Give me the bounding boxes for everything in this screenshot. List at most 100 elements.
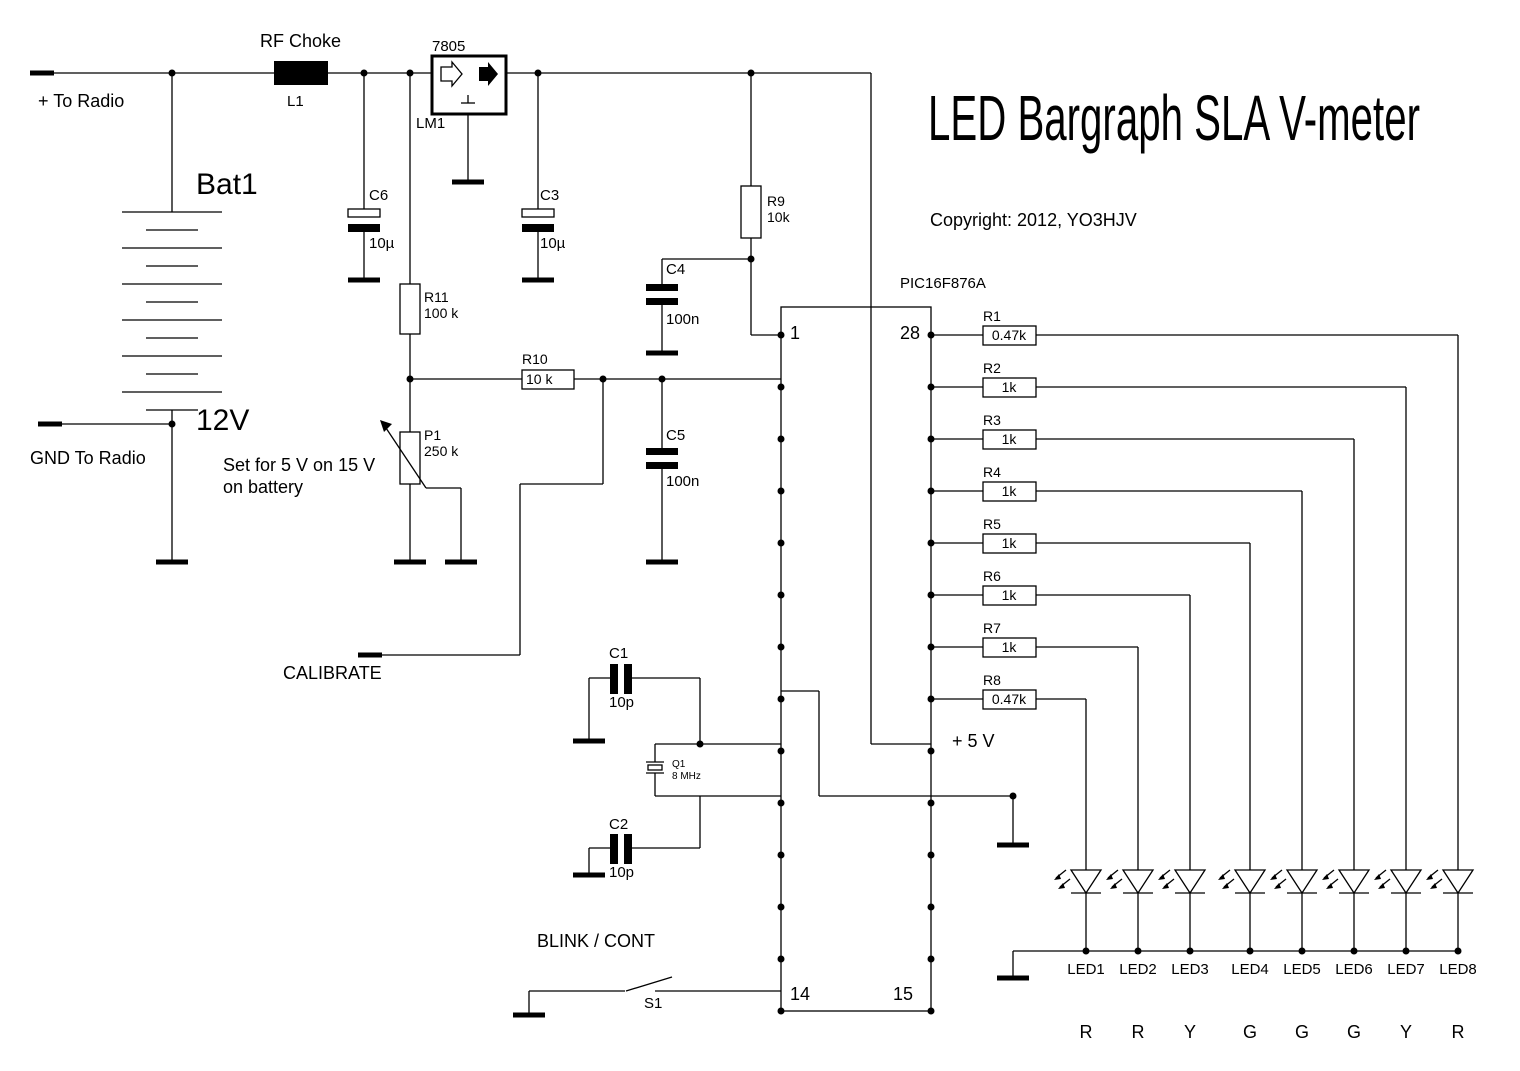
led-resistor-ref: R6 [983,568,1001,584]
mcu-pin14: 14 [790,984,810,1004]
resistor-r9: R9 10k [740,73,791,336]
led-resistor-value: 0.47k [992,691,1027,707]
mcu-pin-left [777,747,785,755]
p1-note-line2: on battery [223,477,303,497]
led-label: LED2 [1119,961,1157,978]
mcu-pin-left [777,903,785,911]
led-resistor-r1: R1 0.47k [931,308,1459,870]
c1-ref: C1 [609,645,628,662]
capacitor-c5: C5 100n [646,379,699,565]
c2-ref: C2 [609,816,628,833]
regulator-part: 7805 [432,38,465,55]
rf-choke-l1: RF Choke L1 [260,31,432,110]
plus-to-radio-terminal: + To Radio [30,70,124,111]
c6-ref: C6 [369,187,388,204]
r11-ref: R11 [424,289,449,305]
capacitor-c2: C2 10p [573,796,701,881]
q1-ref: Q1 [672,759,686,770]
led-color-code: R [1452,1022,1465,1042]
mcu-pin-left [777,1007,785,1015]
rf-choke-ref: L1 [287,93,304,110]
led-resistor-ref: R2 [983,360,1001,376]
blink-cont-label: BLINK / CONT [537,931,655,951]
plus-to-radio-label: + To Radio [38,91,124,111]
led-resistor-ref: R7 [983,620,1001,636]
led-label: LED4 [1231,961,1269,978]
c5-ref: C5 [666,427,685,444]
led-label: LED7 [1387,961,1425,978]
led-bargraph: R10.47kR21kR31kR41kR51kR61kR71kR80.47kLE… [931,308,1477,1042]
mcu-pin-right [927,747,935,755]
rf-choke-label: RF Choke [260,31,341,51]
regulator-ref: LM1 [416,115,445,132]
mcu-pic16f876a: PIC16F876A 1 28 14 15 + 5 V [780,275,995,1012]
led-label: LED3 [1171,961,1209,978]
switch-s1: S1 BLINK / CONT [513,931,781,1018]
c3-value: 10µ [540,235,566,252]
r10-ref: R10 [522,351,548,367]
crystal-q1: Q1 8 MHz [646,743,781,797]
led-color-code: G [1347,1022,1361,1042]
c4-value: 100n [666,311,699,328]
led-resistor-value: 1k [1002,587,1018,603]
mcu-pin1: 1 [790,323,800,343]
led-resistor-value: 1k [1002,431,1018,447]
calibrate-terminal: CALIBRATE [283,379,604,683]
mcu-pin-left [777,591,785,599]
capacitor-c3: C3 10µ [521,73,566,283]
mcu-pin-right [927,955,935,963]
q1-value: 8 MHz [672,771,701,782]
mcu-pin-left [777,539,785,547]
p1-value: 250 k [424,443,459,459]
mcu-pin-right [927,903,935,911]
led-label: LED5 [1283,961,1321,978]
led-resistor-value: 1k [1002,535,1018,551]
capacitor-c4: C4 100n [646,258,751,356]
resistor-r11: R11 100 k [399,73,459,432]
mcu-pin-left [777,383,785,391]
battery-voltage: 12V [196,404,249,437]
led-resistor-value: 0.47k [992,327,1027,343]
led-resistor-value: 1k [1002,483,1018,499]
battery-bat1: Bat1 12V [122,73,258,560]
resistor-r10: R10 10 k [410,351,781,390]
c2-value: 10p [609,864,634,881]
mcu-pin-left [777,643,785,651]
led-resistor-value: 1k [1002,639,1018,655]
led-color-code: Y [1184,1022,1196,1042]
led-label: LED6 [1335,961,1373,978]
p1-note-line1: Set for 5 V on 15 V [223,455,375,475]
gnd-to-radio-label: GND To Radio [30,448,146,468]
led-resistor-ref: R3 [983,412,1001,428]
r9-value: 10k [767,209,791,225]
c6-value: 10µ [369,235,395,252]
capacitor-c6: C6 10µ [347,73,395,283]
mcu-pin15: 15 [893,984,913,1004]
mcu-pin-right [927,1007,935,1015]
c4-ref: C4 [666,261,685,278]
r11-value: 100 k [424,305,459,321]
led-color-code: G [1295,1022,1309,1042]
potentiometer-p1: P1 250 k Set for 5 V on 15 V on battery [223,420,477,565]
led-resistor-ref: R4 [983,464,1001,480]
diagram-title: LED Bargraph SLA V-meter [928,82,1420,154]
led-resistor-ref: R1 [983,308,1001,324]
led-color-code: R [1080,1022,1093,1042]
led-resistor-ref: R8 [983,672,1001,688]
led-resistor-value: 1k [1002,379,1018,395]
mcu-pin28: 28 [900,323,920,343]
r10-value: 10 k [526,371,553,387]
led-resistor-ref: R5 [983,516,1001,532]
mcu-supply-label: + 5 V [952,731,995,751]
